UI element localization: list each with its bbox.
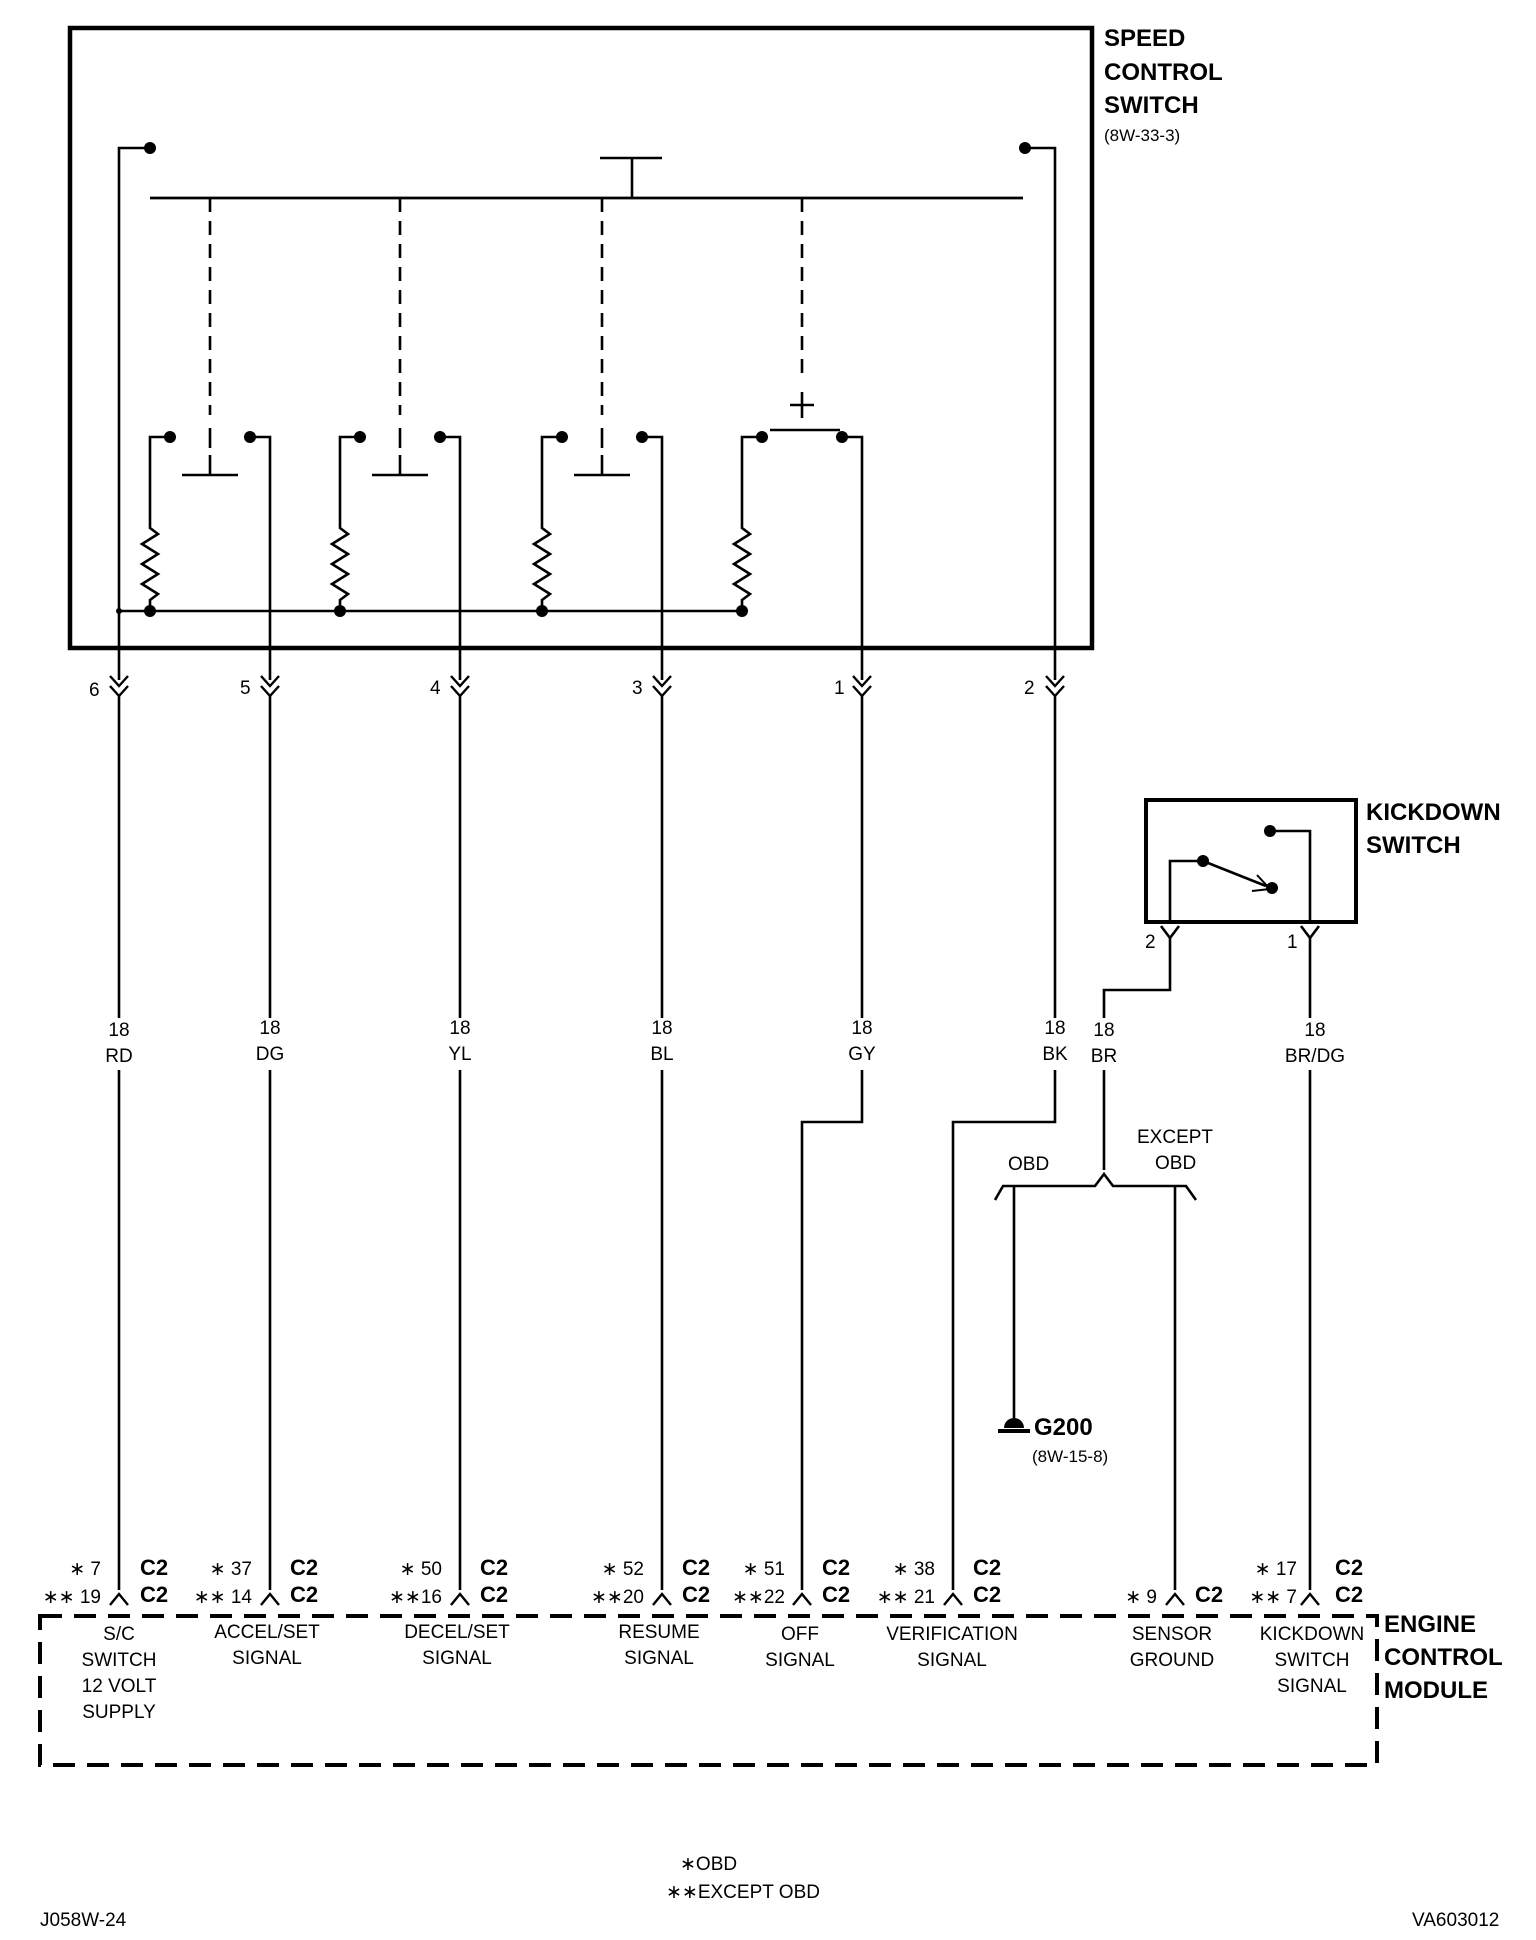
ecm-title-1: ENGINE <box>1384 1611 1476 1638</box>
ecm-pin-label: SIGNAL <box>232 1648 302 1669</box>
ecm-pin-except: ∗∗20 <box>591 1587 644 1608</box>
speed-control-switch-title-1: SPEED <box>1104 25 1185 52</box>
ecm-pin-except: ∗∗16 <box>389 1587 442 1608</box>
switch-pin-4: 4 <box>430 678 441 699</box>
ecm-conn-1: C2 <box>140 1555 168 1580</box>
ground-ref: (8W-15-8) <box>1032 1447 1108 1466</box>
switch-pin-3: 3 <box>632 678 643 699</box>
wire-color-rd: RD <box>105 1046 132 1067</box>
kickdown-pin-2: 2 <box>1145 932 1156 953</box>
ecm-pin-obd: ∗ 38 <box>893 1559 935 1580</box>
ecm-pin-label: SUPPLY <box>82 1702 156 1723</box>
ecm-pin-label: 12 VOLT <box>82 1676 157 1697</box>
wire-gauge-yl: 18 <box>449 1018 470 1039</box>
ecm-pin-label: SENSOR <box>1132 1624 1212 1645</box>
ecm-pin-obd: ∗ 51 <box>743 1559 785 1580</box>
ecm-pin-except: ∗∗22 <box>732 1587 785 1608</box>
wire-color-bl: BL <box>650 1044 673 1065</box>
ecm-conn-1: C2 <box>1335 1555 1363 1580</box>
ecm-pin-label: GROUND <box>1130 1650 1214 1671</box>
ecm-pin-label: SIGNAL <box>917 1650 987 1671</box>
ecm-pin-except: ∗∗ 7 <box>1249 1587 1297 1608</box>
switch-pin-2: 2 <box>1024 678 1035 699</box>
speed-control-switch-title-3: SWITCH <box>1104 92 1199 119</box>
ecm-pin-label: KICKDOWN <box>1260 1624 1365 1645</box>
ground-name: G200 <box>1034 1414 1093 1441</box>
wire-gauge-br: 18 <box>1093 1020 1114 1041</box>
switch-pin-1: 1 <box>834 678 845 699</box>
ecm-conn-1: C2 <box>682 1555 710 1580</box>
ecm-pin-label: SIGNAL <box>765 1650 835 1671</box>
splice-obd-label: OBD <box>1008 1154 1049 1175</box>
ecm-conn-2: C2 <box>973 1582 1001 1607</box>
wire-color-dg: DG <box>256 1044 285 1065</box>
kickdown-switch-box <box>1144 798 1358 924</box>
ecm-pin-label: SIGNAL <box>422 1648 492 1669</box>
ecm-pin-label: SWITCH <box>82 1650 157 1671</box>
ecm-pin-obd: ∗ 52 <box>602 1559 644 1580</box>
ecm-pin-label: VERIFICATION <box>886 1624 1018 1645</box>
wire-gauge-rd: 18 <box>108 1020 129 1041</box>
wire-gauge-bk: 18 <box>1044 1018 1065 1039</box>
splice-except-label-1: EXCEPT <box>1137 1127 1213 1148</box>
wire-color-bk: BK <box>1042 1044 1068 1065</box>
ecm-pin-label: SIGNAL <box>624 1648 694 1669</box>
ecm-pin-label: ACCEL/SET <box>214 1622 320 1643</box>
wire-color-brdg: BR/DG <box>1285 1046 1345 1067</box>
ecm-conn-1: C2 <box>290 1555 318 1580</box>
ecm-pin-obd: ∗ 7 <box>69 1559 101 1580</box>
switch-pin-6: 6 <box>89 680 100 701</box>
ecm-pin-label: OFF <box>781 1624 819 1645</box>
ecm-conn-1: C2 <box>973 1555 1001 1580</box>
ecm-pin-label: RESUME <box>618 1622 699 1643</box>
ecm-dashed-box <box>38 1614 1379 1767</box>
ecm-title-2: CONTROL <box>1384 1644 1503 1671</box>
ecm-pin-except: ∗∗ 19 <box>43 1587 101 1608</box>
ecm-conn-2: C2 <box>1335 1582 1363 1607</box>
ecm-pin-except: ∗∗ 14 <box>194 1587 253 1608</box>
ecm-conn-2: C2 <box>682 1582 710 1607</box>
ecm-pin-obd: ∗ 37 <box>210 1559 252 1580</box>
ecm-conn-2: C2 <box>1195 1582 1223 1607</box>
ecm-pin-except: ∗∗ 21 <box>877 1587 935 1608</box>
wire-gauge-bl: 18 <box>651 1018 672 1039</box>
speed-control-switch-title-2: CONTROL <box>1104 59 1223 86</box>
ecm-conn-2: C2 <box>290 1582 318 1607</box>
legend-obd: ∗OBD <box>680 1854 737 1875</box>
ecm-conn-2: C2 <box>480 1582 508 1607</box>
footer-left-code: J058W-24 <box>40 1910 127 1931</box>
wire-color-br: BR <box>1091 1046 1117 1067</box>
legend-except-obd: ∗∗EXCEPT OBD <box>666 1882 820 1903</box>
ecm-conn-1: C2 <box>480 1555 508 1580</box>
ecm-conn-2: C2 <box>140 1582 168 1607</box>
footer-right-code: VA603012 <box>1412 1910 1499 1931</box>
speed-control-switch-box <box>67 25 1095 651</box>
wire-gauge-dg: 18 <box>259 1018 280 1039</box>
ecm-conn-2: C2 <box>822 1582 850 1607</box>
kickdown-switch-title-2: SWITCH <box>1366 832 1461 859</box>
ecm-pin-label: S/C <box>103 1624 135 1645</box>
splice-except-label-2: OBD <box>1155 1153 1196 1174</box>
wire-color-yl: YL <box>448 1044 471 1065</box>
switch-pin-5: 5 <box>240 678 251 699</box>
ecm-pin-label: SWITCH <box>1275 1650 1350 1671</box>
wire-color-gy: GY <box>848 1044 876 1065</box>
ecm-pin-obd: ∗ 50 <box>400 1559 442 1580</box>
ecm-pin-label: SIGNAL <box>1277 1676 1347 1697</box>
ecm-pin-obd: ∗ 17 <box>1255 1559 1297 1580</box>
speed-control-switch-ref: (8W-33-3) <box>1104 126 1180 145</box>
ecm-pin-label: DECEL/SET <box>404 1622 510 1643</box>
wire-gauge-gy: 18 <box>851 1018 872 1039</box>
wire-gauge-brdg: 18 <box>1304 1020 1325 1041</box>
kickdown-pin-1: 1 <box>1287 932 1298 953</box>
ecm-conn-1: C2 <box>822 1555 850 1580</box>
ecm-title-3: MODULE <box>1384 1677 1488 1704</box>
ecm-pin-except: ∗ 9 <box>1125 1587 1157 1608</box>
kickdown-switch-title-1: KICKDOWN <box>1366 799 1501 826</box>
